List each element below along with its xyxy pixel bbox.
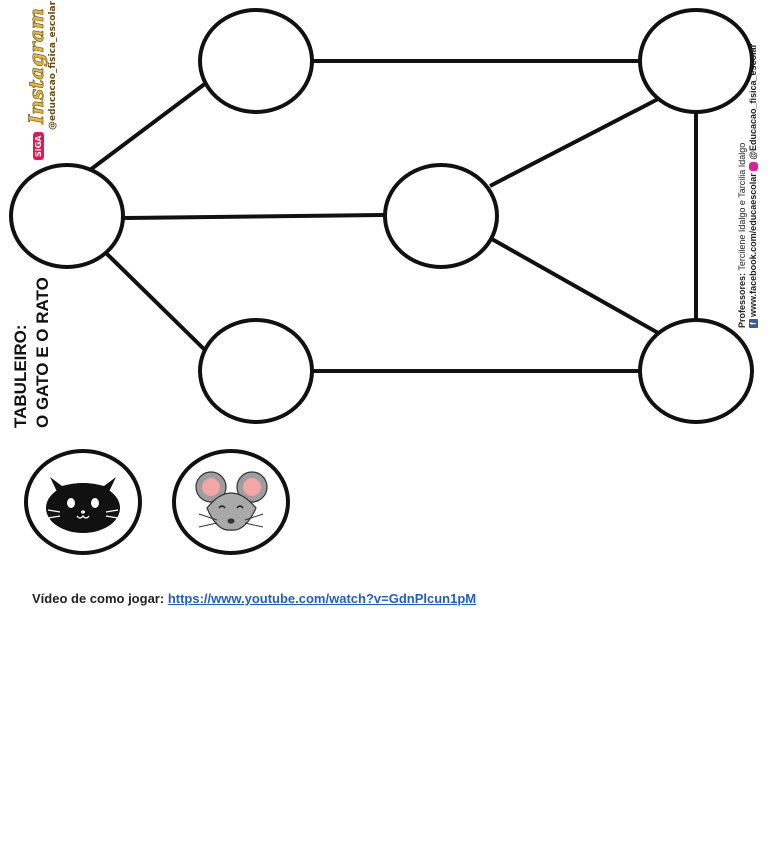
mouse-face-icon (195, 471, 268, 531)
instagram-icon (749, 161, 759, 171)
board-title: TABULEIRO: O GATO E O RATO (10, 277, 54, 428)
video-link[interactable]: https://www.youtube.com/watch?v=GdnPlcun… (167, 591, 477, 606)
edge-left-center (121, 213, 387, 220)
logo-badge: SIGA (33, 132, 45, 160)
instagram-logo: SIGA Instagram @educacao_fisica_escolar (24, 1, 58, 160)
credits: Professores: Tercilene Idalgo e Tarcilia… (737, 44, 759, 328)
board-title-line1: TABULEIRO: (11, 324, 30, 428)
board-edges (88, 59, 698, 373)
credits-social: f www.facebook.com/educaescolar @Educacao… (748, 44, 759, 328)
board-nodes (9, 8, 754, 424)
cat-face-icon (46, 477, 120, 533)
video-line: Vídeo de como jogar: https://www.youtube… (32, 591, 476, 606)
mouse-piece[interactable] (172, 449, 290, 555)
edge-center-bottomright (489, 236, 661, 336)
cat-piece[interactable] (24, 449, 142, 555)
logo-handle: @educacao_fisica_escolar (48, 0, 58, 130)
node-top-left[interactable] (198, 8, 314, 114)
node-bottom-left[interactable] (198, 318, 314, 424)
edge-left-topleft (88, 78, 212, 172)
node-bottom-right[interactable] (638, 318, 754, 424)
video-label: Vídeo de como jogar: (32, 591, 165, 606)
edge-left-bottomleft (103, 250, 212, 357)
edge-center-topright (489, 96, 661, 188)
node-top-right[interactable] (638, 8, 754, 114)
board-title-line2: O GATO E O RATO (33, 277, 52, 428)
node-left[interactable] (9, 163, 125, 269)
credits-professors-names: Tercilene Idalgo e Tarcilia Idalgo (737, 142, 747, 271)
credits-instagram[interactable]: @Educacao_fisica_escolar (748, 43, 758, 160)
facebook-icon: f (749, 319, 759, 328)
credits-professors: Professores: Tercilene Idalgo e Tarcilia… (737, 44, 748, 328)
credits-professors-label: Professores: (737, 272, 747, 328)
credits-facebook[interactable]: www.facebook.com/educaescolar (748, 173, 758, 317)
logo-script: Instagram (24, 8, 49, 125)
node-center[interactable] (383, 163, 499, 269)
